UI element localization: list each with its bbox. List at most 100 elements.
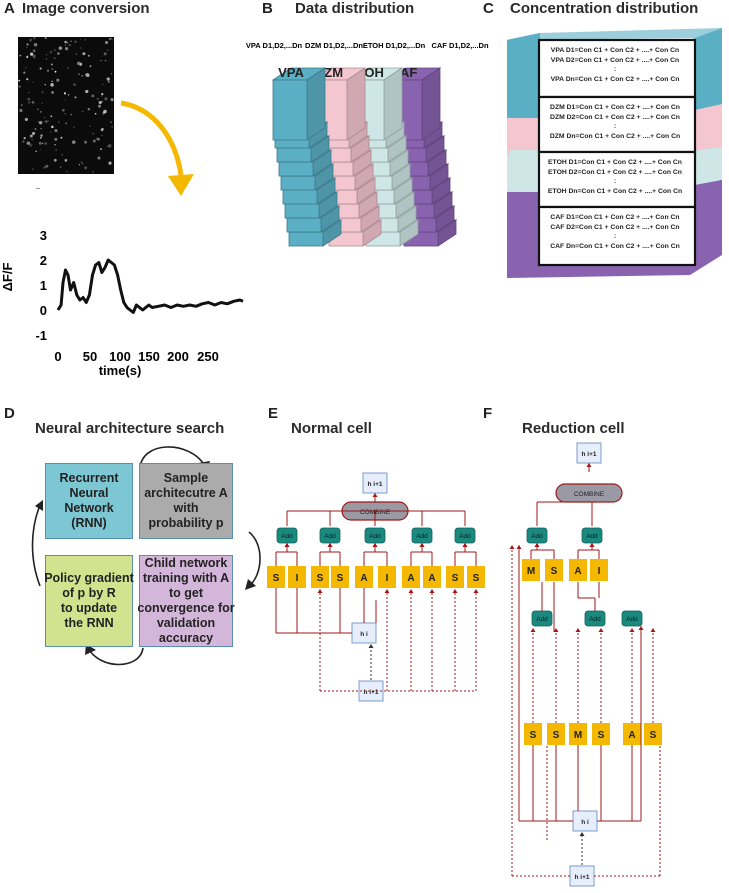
edge-arrow xyxy=(553,628,559,632)
edge-arrow xyxy=(530,628,536,632)
operation-label: I xyxy=(386,573,389,584)
distribution-header: VPA D1,D2,...Dn xyxy=(246,41,303,50)
operation-label: M xyxy=(527,566,535,577)
speckle xyxy=(37,121,39,123)
speckle xyxy=(57,52,60,55)
speckle xyxy=(64,46,69,51)
operation-label: S xyxy=(598,730,605,741)
speckle xyxy=(87,54,90,57)
speckle xyxy=(26,43,29,46)
trace-xlabel: time(s) xyxy=(99,363,142,378)
speckle xyxy=(100,148,103,151)
edge-arrow xyxy=(586,463,592,467)
edge-arrow xyxy=(534,543,540,547)
nas-box-text-line: architecutre A xyxy=(144,486,228,500)
speckle xyxy=(67,94,70,96)
speckle xyxy=(26,56,29,59)
speckle xyxy=(45,54,48,56)
operation-label: S xyxy=(551,566,558,577)
speckle xyxy=(41,102,43,104)
speckle xyxy=(84,38,87,41)
nas-box-text-line: of p by R xyxy=(62,586,116,600)
speckle xyxy=(27,55,29,57)
edge-arrow xyxy=(429,589,435,593)
operation-node xyxy=(311,566,329,588)
speckle xyxy=(112,39,114,41)
speckle xyxy=(102,114,104,116)
panel-label-c: C xyxy=(483,0,494,17)
concentration-equation: ETOH Dn=Con C1 + Con C2 + ....+ Con Cn xyxy=(548,188,682,195)
nas-box-text-line: (RNN) xyxy=(71,516,107,530)
speckle xyxy=(64,44,67,46)
speckle xyxy=(34,128,37,130)
concentration-equation: CAF D1=Con C1 + Con C2 + ....+ Con Cn xyxy=(550,214,679,221)
speckle xyxy=(28,91,30,94)
speckle xyxy=(26,46,28,48)
speckle xyxy=(100,128,104,132)
concentration-equation: CAF Dn=Con C1 + Con C2 + ....+ Con Cn xyxy=(550,243,680,250)
speckle xyxy=(108,144,112,148)
speckle xyxy=(104,59,107,62)
speckle xyxy=(45,120,48,123)
operation-node xyxy=(569,723,587,745)
speckle xyxy=(47,120,49,122)
stack-layer-front xyxy=(278,161,314,177)
speckle xyxy=(39,136,42,139)
trace-ytick: 1 xyxy=(40,278,47,293)
edge-arrow xyxy=(638,626,644,630)
speckle xyxy=(38,141,42,145)
operation-node xyxy=(288,566,306,588)
trace-xtick: 250 xyxy=(197,349,219,364)
add-label: Add xyxy=(281,533,293,540)
speckle xyxy=(96,137,99,141)
stack-side xyxy=(421,67,441,141)
speckle xyxy=(41,91,44,94)
add-label: Add xyxy=(531,533,543,540)
concentration-equation: DZM D1=Con C1 + Con C2 + ....+ Con Cn xyxy=(550,104,680,111)
speckle xyxy=(30,52,34,56)
concentration-group-box xyxy=(537,38,697,99)
trace-xtick: 200 xyxy=(167,349,189,364)
speckle xyxy=(97,104,102,108)
concentration-equation: VPA D2=Con C1 + Con C2 + ....+ Con Cn xyxy=(551,57,679,64)
trace-chart: ΔF/F 3 2 1 0 -1 0 50 100 150 200 250 tim… xyxy=(0,228,244,378)
speckle xyxy=(107,80,110,83)
operation-label: S xyxy=(530,730,537,741)
operation-node xyxy=(644,723,662,745)
speckle xyxy=(50,63,53,66)
speckle xyxy=(54,144,56,146)
panel-title-c: Concentration distribution xyxy=(510,0,699,17)
speckle xyxy=(32,132,35,135)
edge-arrow xyxy=(509,545,515,549)
edge-arrow xyxy=(473,589,479,593)
speckle xyxy=(108,161,112,165)
speckle xyxy=(63,92,67,95)
operation-label: S xyxy=(473,573,480,584)
speckle xyxy=(84,140,88,144)
speckle xyxy=(104,97,108,101)
speckle xyxy=(81,162,84,165)
speckle xyxy=(111,126,113,128)
operation-label: S xyxy=(452,573,459,584)
speckle xyxy=(64,40,67,44)
speckle xyxy=(110,121,112,123)
stack-layer-front xyxy=(280,175,316,191)
speckle xyxy=(85,73,89,77)
speckle xyxy=(78,73,81,76)
panel-title-e: Normal cell xyxy=(291,420,372,437)
speckle xyxy=(92,171,94,173)
speckle xyxy=(27,97,31,101)
concentration-equation: : xyxy=(614,233,616,240)
speckle xyxy=(29,38,33,42)
operation-node xyxy=(446,566,464,588)
speckle xyxy=(26,141,31,145)
edge-arrow xyxy=(462,543,468,547)
operation-node xyxy=(623,723,641,745)
speckle xyxy=(44,142,48,145)
stack-front xyxy=(272,79,308,141)
speckle xyxy=(32,49,36,53)
speckle xyxy=(50,115,53,118)
edge-arrow xyxy=(516,545,522,549)
